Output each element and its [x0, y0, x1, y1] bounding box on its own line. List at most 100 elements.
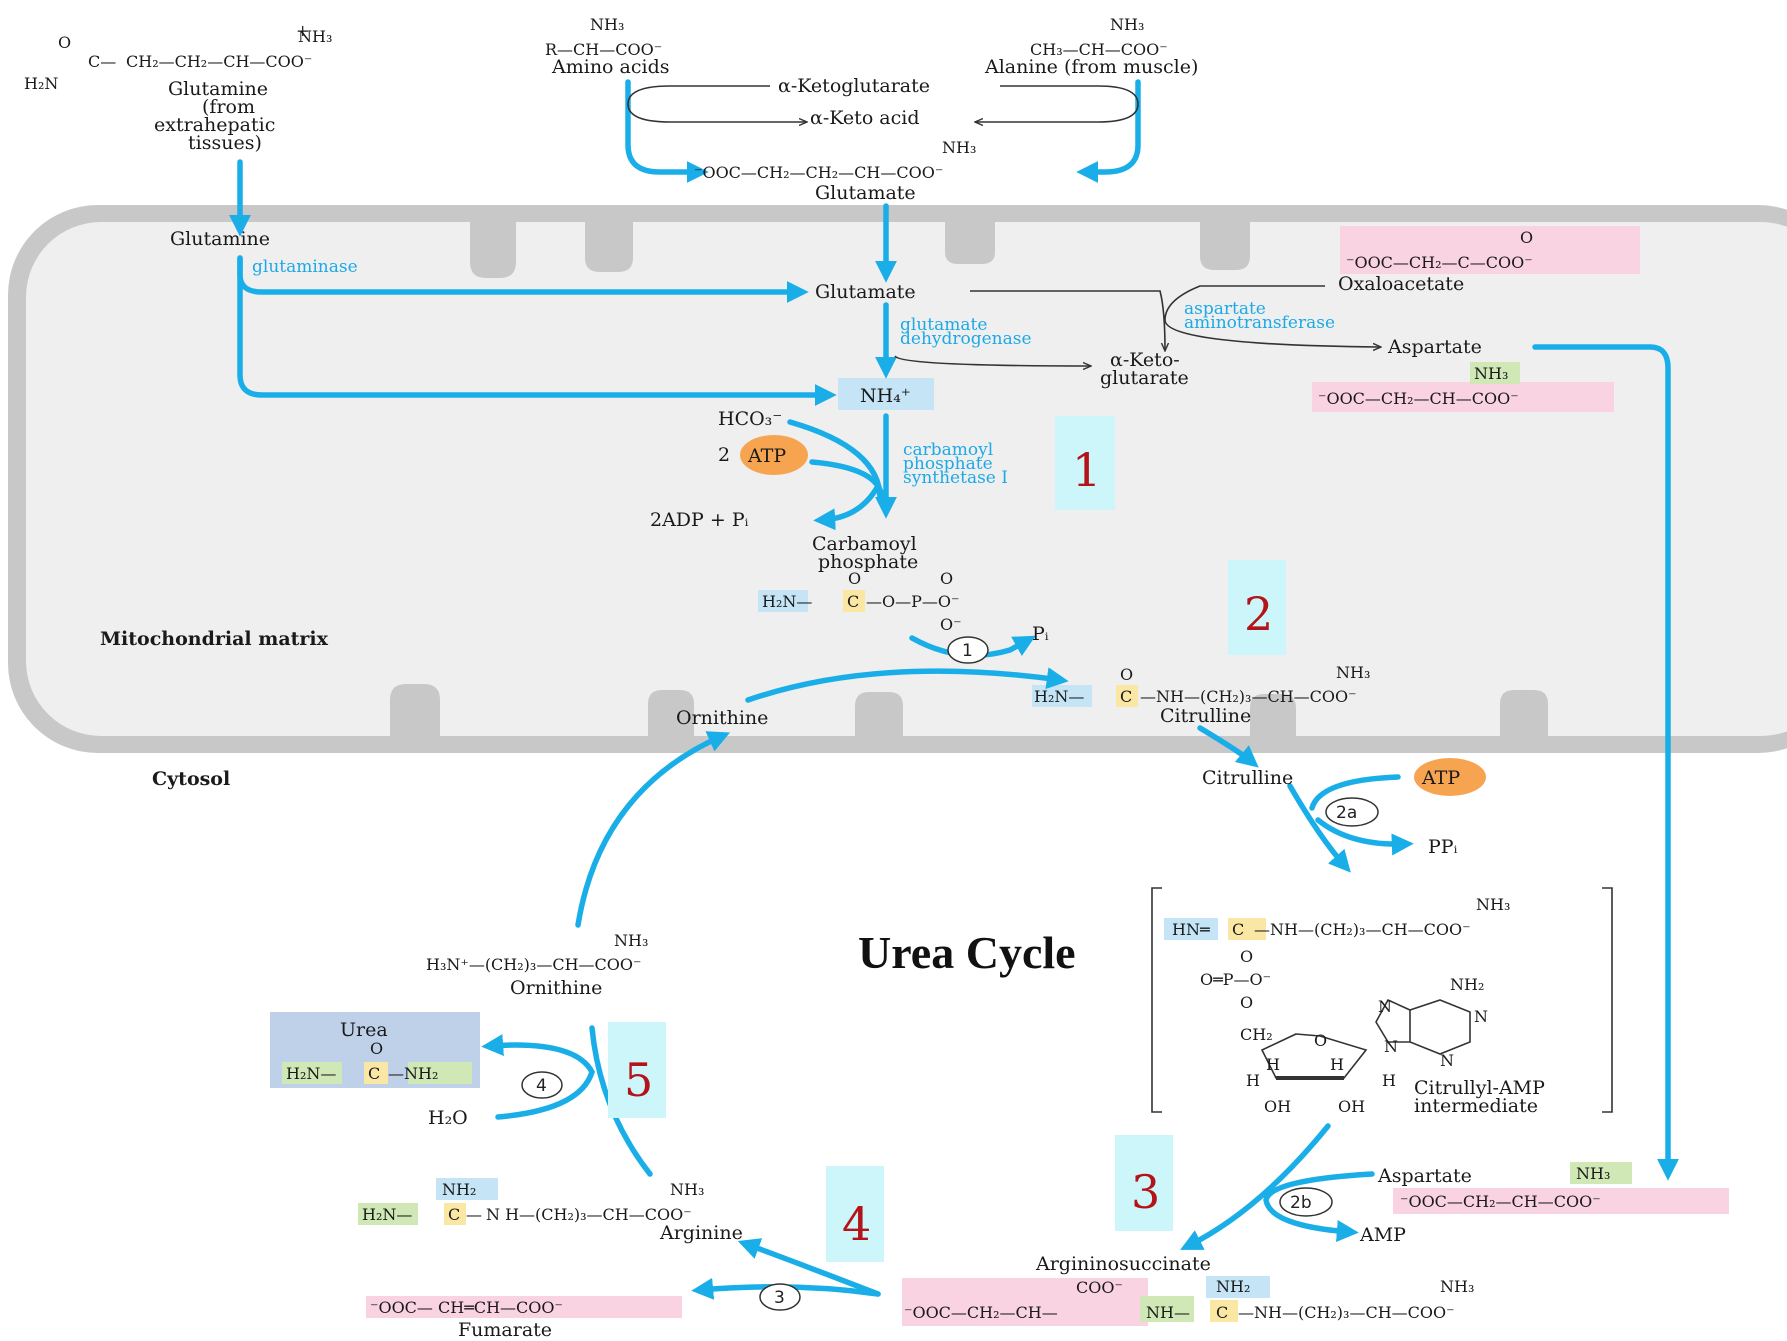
atp-count: 2	[718, 444, 730, 466]
cp-label-1: Carbamoyl	[812, 533, 917, 555]
step-number-2: 2	[1228, 560, 1286, 655]
svg-text:H₂N: H₂N	[24, 74, 58, 93]
glutamine-label-4: tissues)	[188, 132, 262, 154]
matrix-aspartate-formula: ⁻OOC—CH₂—CH—COO⁻	[1318, 389, 1519, 408]
ast-enzyme-2: aminotransferase	[1184, 313, 1335, 333]
svg-text:OH: OH	[1338, 1097, 1365, 1116]
svg-text:O: O	[1240, 993, 1253, 1012]
svg-text:N: N	[1378, 997, 1392, 1016]
cyto-ornithine-formula: H₃N⁺—(CH₂)₃—CH—COO⁻	[426, 955, 641, 974]
svg-text:—O—P—O⁻: —O—P—O⁻	[866, 592, 959, 611]
svg-text:NH₃: NH₃	[1476, 895, 1510, 914]
svg-text:2b: 2b	[1290, 1193, 1312, 1213]
cps1-enzyme-3: synthetase I	[903, 468, 1008, 488]
cyto-aspartate: Aspartate	[1377, 1165, 1472, 1187]
arginine-label: Arginine	[659, 1222, 743, 1244]
svg-text:O: O	[940, 569, 953, 588]
svg-text:C—: C—	[88, 52, 116, 71]
svg-text:O: O	[1240, 947, 1253, 966]
intermediate-label-1: Citrullyl-AMP	[1414, 1077, 1545, 1099]
alanine-formula: CH₃—CH—COO⁻	[1030, 40, 1168, 59]
argsucc-nh-highlight	[1140, 1296, 1194, 1322]
svg-text:CH₂: CH₂	[1240, 1025, 1273, 1044]
int-carbon-highlight	[1228, 918, 1266, 940]
amino-acids-label: Amino acids	[551, 56, 670, 78]
svg-text:N H—(CH₂)₃—CH—COO⁻: N H—(CH₂)₃—CH—COO⁻	[486, 1205, 692, 1224]
step-circle-3: 3	[759, 1283, 801, 1311]
svg-text:HN═: HN═	[1172, 920, 1210, 939]
cytosol-label: Cytosol	[152, 768, 230, 790]
svg-text:NH₂: NH₂	[442, 1180, 476, 1199]
oxaloacetate-highlight	[1340, 226, 1640, 274]
argsucc-carbon-highlight	[1210, 1300, 1238, 1322]
step-circle-2a: 2a	[1325, 797, 1379, 827]
svg-text:O: O	[1314, 1031, 1327, 1050]
cps1-enzyme-1: carbamoyl	[903, 440, 993, 460]
matrix-aspartate: Aspartate	[1387, 336, 1482, 358]
ketoacid-top: α-Keto acid	[810, 107, 920, 129]
aa-nh3: NH₃	[590, 15, 624, 34]
bicarbonate: HCO₃⁻	[718, 408, 782, 430]
pi-step1: Pᵢ	[1032, 623, 1049, 645]
cyto-citrulline: Citrulline	[1202, 767, 1293, 789]
step-number-3: 3	[1115, 1135, 1173, 1231]
svg-text:H₂N—: H₂N—	[286, 1064, 336, 1083]
glutamate-top-label: Glutamate	[815, 182, 916, 204]
svg-text:—NH—(CH₂)₃—CH—COO⁻: —NH—(CH₂)₃—CH—COO⁻	[1254, 920, 1471, 939]
matrix-citrulline: Citrulline	[1160, 705, 1251, 727]
svg-text:H₂N—: H₂N—	[762, 592, 812, 611]
ammonium-highlight	[838, 378, 934, 410]
aspartate-matrix-highlight	[1312, 382, 1614, 412]
amp: AMP	[1359, 1224, 1406, 1246]
svg-text:C: C	[368, 1064, 380, 1083]
svg-text:3: 3	[1131, 1165, 1160, 1219]
svg-text:2a: 2a	[1336, 803, 1357, 823]
svg-text:ATP: ATP	[747, 445, 786, 467]
aspartate-cyto-highlight	[1393, 1188, 1729, 1214]
cyto-aspartate-formula: ⁻OOC—CH₂—CH—COO⁻	[1400, 1192, 1601, 1211]
svg-text:H: H	[1266, 1055, 1280, 1074]
glutaminase-enzyme: glutaminase	[252, 257, 358, 277]
oxaloacetate-o: O	[1520, 228, 1533, 247]
glutamine-structure: O H₂N C— + NH₃ CH₂—CH₂—CH—COO⁻	[24, 21, 332, 93]
svg-text:3: 3	[774, 1288, 785, 1308]
arg-h2n-highlight	[358, 1203, 418, 1225]
orn-nh3: NH₃	[614, 931, 648, 950]
ketoglutarate-matrix-2: glutarate	[1100, 367, 1189, 389]
cp-carbon-highlight	[843, 590, 865, 612]
intermediate-label-2: intermediate	[1414, 1095, 1538, 1117]
matrix-glutamine: Glutamine	[170, 228, 270, 250]
aspartate-cyto-amine-highlight	[1570, 1162, 1632, 1184]
urea-label: Urea	[340, 1019, 388, 1041]
ast-enzyme-1: aspartate	[1184, 299, 1266, 319]
svg-text:C: C	[1216, 1303, 1228, 1322]
argininosuccinate-label: Argininosuccinate	[1035, 1253, 1211, 1275]
svg-text:NH₃: NH₃	[1440, 1277, 1474, 1296]
svg-text:N: N	[1384, 1037, 1398, 1056]
cps1-enzyme-2: phosphate	[903, 454, 993, 474]
svg-text:—NH—(CH₂)₃—CH—COO⁻: —NH—(CH₂)₃—CH—COO⁻	[1140, 687, 1357, 706]
svg-text:H₂N—: H₂N—	[1034, 687, 1084, 706]
citrullyl-amp-intermediate: HN═ C NH₃ —NH—(CH₂)₃—CH—COO⁻ O O═P—O⁻ O …	[1151, 887, 1613, 1116]
svg-text:C: C	[847, 592, 859, 611]
svg-text:+: +	[296, 21, 309, 40]
svg-text:O: O	[58, 33, 71, 52]
svg-text:5: 5	[624, 1053, 653, 1107]
svg-text:H: H	[1330, 1055, 1344, 1074]
cyto-asp-nh3: NH₃	[1576, 1164, 1610, 1183]
glutamine-label-3: extrahepatic	[154, 114, 275, 136]
svg-text:O⁻: O⁻	[940, 615, 962, 634]
step-number-1: 1	[1055, 416, 1115, 510]
arg-nh2-highlight	[436, 1178, 498, 1200]
svg-text:⁻OOC—CH₂—CH—: ⁻OOC—CH₂—CH—	[904, 1303, 1058, 1322]
fumarate-highlight	[366, 1296, 682, 1318]
cp-structure: O O H₂N— C —O—P—O⁻ O⁻	[762, 569, 962, 634]
svg-text:NH₃: NH₃	[298, 27, 332, 46]
amino-acids-formula: R—CH—COO⁻	[545, 40, 662, 59]
ala-nh3: NH₃	[1110, 15, 1144, 34]
oxaloacetate-label: Oxaloacetate	[1338, 273, 1464, 295]
glutamine-label-2: (from	[202, 96, 255, 118]
citrulline-structure: O H₂N— C NH₃ —NH—(CH₂)₃—CH—COO⁻	[1034, 663, 1370, 706]
cp-nh2-highlight	[758, 590, 808, 612]
